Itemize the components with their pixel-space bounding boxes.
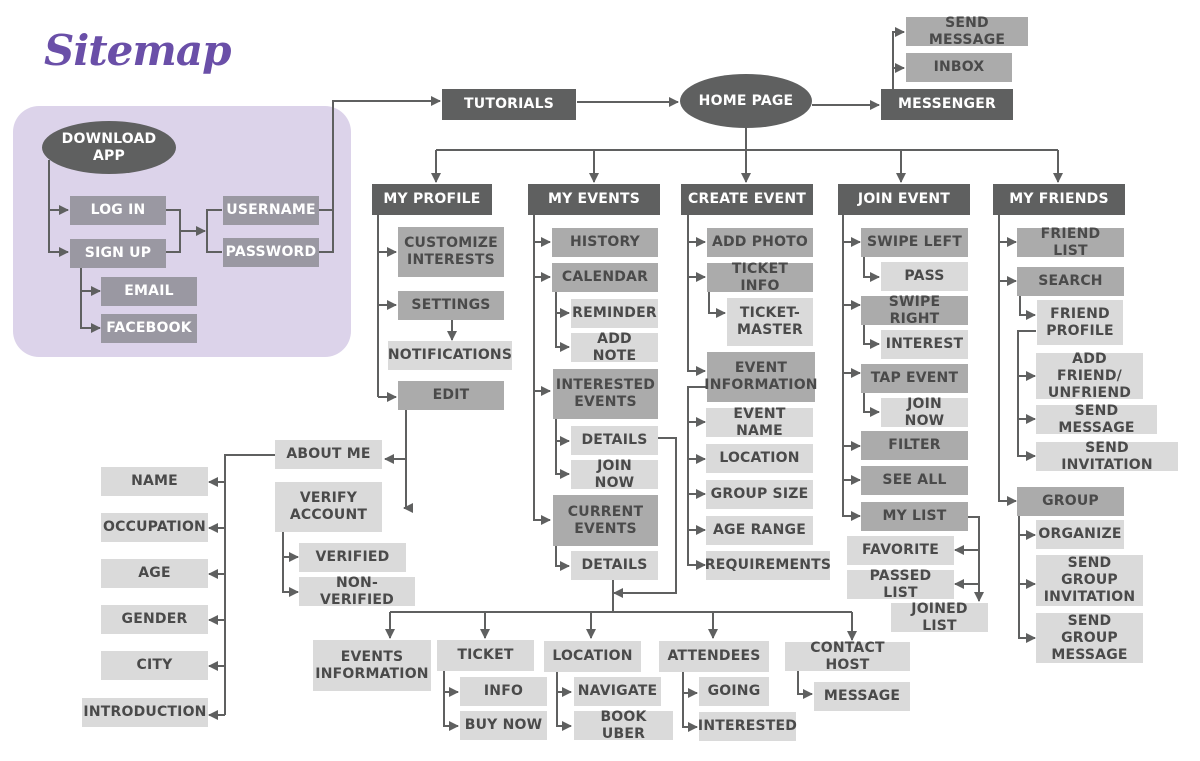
- join-now-node[interactable]: JOIN NOW: [881, 396, 968, 429]
- interested-node[interactable]: INTERESTED: [698, 712, 797, 741]
- current-events-node[interactable]: CURRENT EVENTS: [553, 495, 658, 546]
- create-event-node[interactable]: CREATE EVENT: [681, 184, 813, 215]
- event-information-node[interactable]: EVENT INFORMATION: [704, 352, 818, 402]
- ticketmaster-node[interactable]: TICKET-MASTER: [727, 298, 813, 346]
- about-introduction-node[interactable]: INTRODUCTION: [82, 698, 208, 727]
- swipe-right-node[interactable]: SWIPE RIGHT: [861, 294, 968, 327]
- book-uber-node[interactable]: BOOK UBER: [574, 709, 673, 742]
- link-credentials-split: [206, 209, 222, 253]
- send-message-node[interactable]: SEND MESSAGE: [906, 15, 1028, 48]
- see-all-node[interactable]: SEE ALL: [861, 466, 968, 495]
- link-login-merge: [165, 209, 181, 253]
- current-details-node[interactable]: DETAILS: [571, 551, 658, 580]
- download-app-node[interactable]: DOWNLOAD APP: [42, 121, 176, 174]
- location-node[interactable]: LOCATION: [544, 641, 641, 672]
- swipe-left-node[interactable]: SWIPE LEFT: [861, 228, 968, 257]
- calendar-node[interactable]: CALENDAR: [552, 263, 658, 292]
- ticket-info-create-node[interactable]: TICKET INFO: [707, 261, 813, 294]
- organize-node[interactable]: ORGANIZE: [1036, 520, 1124, 549]
- ticket-info-node[interactable]: INFO: [460, 677, 547, 706]
- add-photo-node[interactable]: ADD PHOTO: [707, 228, 813, 257]
- pass-node[interactable]: PASS: [881, 262, 968, 291]
- group-size-node[interactable]: GROUP SIZE: [706, 480, 813, 509]
- about-occupation-node[interactable]: OCCUPATION: [101, 513, 208, 542]
- interested-details-node[interactable]: DETAILS: [571, 426, 658, 455]
- friend-profile-node[interactable]: FRIEND PROFILE: [1037, 300, 1123, 345]
- ticket-node[interactable]: TICKET: [437, 640, 534, 671]
- navigate-node[interactable]: NAVIGATE: [574, 677, 661, 706]
- verified-node[interactable]: VERIFIED: [299, 543, 406, 572]
- link-home-sections: [436, 127, 1058, 151]
- password-node[interactable]: PASSWORD: [223, 238, 319, 267]
- favorite-node[interactable]: FAVORITE: [847, 536, 954, 565]
- history-node[interactable]: HISTORY: [552, 228, 658, 257]
- passed-list-node[interactable]: PASSED LIST: [847, 568, 954, 601]
- username-node[interactable]: USERNAME: [223, 196, 319, 225]
- link-signup-facebook: [80, 291, 101, 333]
- friend-list-node[interactable]: FRIEND LIST: [1017, 226, 1124, 259]
- customize-interests-node[interactable]: CUSTOMIZE INTERESTS: [398, 227, 504, 277]
- events-information-node[interactable]: EVENTS INFORMATION: [313, 640, 431, 691]
- about-name-node[interactable]: NAME: [101, 467, 208, 496]
- send-message-friend-node[interactable]: SEND MESSAGE: [1036, 403, 1157, 436]
- search-node[interactable]: SEARCH: [1017, 267, 1124, 296]
- tutorials-node[interactable]: TUTORIALS: [442, 89, 576, 120]
- event-name-node[interactable]: EVENT NAME: [706, 406, 813, 439]
- facebook-node[interactable]: FACEBOOK: [101, 314, 197, 343]
- my-events-node[interactable]: MY EVENTS: [528, 184, 660, 215]
- join-event-node[interactable]: JOIN EVENT: [838, 184, 970, 215]
- going-node[interactable]: GOING: [699, 677, 769, 706]
- inbox-node[interactable]: INBOX: [906, 53, 1012, 82]
- my-profile-node[interactable]: MY PROFILE: [372, 184, 492, 215]
- send-invitation-node[interactable]: SEND INVITATION: [1036, 440, 1178, 473]
- page-title: Sitemap: [44, 26, 231, 75]
- filter-node[interactable]: FILTER: [861, 431, 968, 460]
- interest-node[interactable]: INTEREST: [881, 330, 968, 359]
- send-group-invitation-node[interactable]: SEND GROUP INVITATION: [1036, 555, 1143, 606]
- age-range-node[interactable]: AGE RANGE: [706, 516, 813, 545]
- link-signup-email: [80, 267, 101, 296]
- reminder-node[interactable]: REMINDER: [571, 299, 658, 328]
- log-in-node[interactable]: LOG IN: [70, 196, 166, 225]
- messenger-node[interactable]: MESSENGER: [881, 89, 1013, 120]
- about-me-node[interactable]: ABOUT ME: [275, 440, 382, 469]
- link-messenger-send: [892, 27, 905, 89]
- home-page-node[interactable]: HOME PAGE: [680, 74, 812, 128]
- buy-now-node[interactable]: BUY NOW: [460, 711, 547, 740]
- non-verified-node[interactable]: NON-VERIFIED: [299, 575, 415, 608]
- contact-host-node[interactable]: CONTACT HOST: [785, 640, 910, 673]
- my-friends-node[interactable]: MY FRIENDS: [993, 184, 1125, 215]
- interested-join-now-node[interactable]: JOIN NOW: [571, 458, 658, 491]
- edit-node[interactable]: EDIT: [398, 381, 504, 410]
- about-age-node[interactable]: AGE: [101, 559, 208, 588]
- sign-up-node[interactable]: SIGN UP: [70, 239, 166, 268]
- joined-list-node[interactable]: JOINED LIST: [891, 601, 988, 634]
- interested-events-node[interactable]: INTERESTED EVENTS: [553, 369, 658, 419]
- create-location-node[interactable]: LOCATION: [706, 444, 813, 473]
- about-city-node[interactable]: CITY: [101, 651, 208, 680]
- attendees-node[interactable]: ATTENDEES: [659, 641, 769, 672]
- email-node[interactable]: EMAIL: [101, 277, 197, 306]
- tap-event-node[interactable]: TAP EVENT: [861, 364, 968, 393]
- notifications-node[interactable]: NOTIFICATIONS: [388, 341, 512, 370]
- add-friend-node[interactable]: ADD FRIEND/ UNFRIEND: [1036, 351, 1143, 401]
- add-note-node[interactable]: ADD NOTE: [571, 331, 658, 364]
- my-list-node[interactable]: MY LIST: [861, 502, 968, 531]
- group-node[interactable]: GROUP: [1017, 487, 1124, 516]
- requirements-node[interactable]: REQUIREMENTS: [705, 551, 831, 580]
- link-download-signup: [48, 210, 69, 257]
- link-credentials-tutorials: [318, 101, 440, 253]
- message-node[interactable]: MESSAGE: [814, 682, 910, 711]
- send-group-message-node[interactable]: SEND GROUP MESSAGE: [1036, 613, 1143, 663]
- verify-account-node[interactable]: VERIFY ACCOUNT: [275, 482, 382, 532]
- about-gender-node[interactable]: GENDER: [101, 605, 208, 634]
- settings-node[interactable]: SETTINGS: [398, 291, 504, 320]
